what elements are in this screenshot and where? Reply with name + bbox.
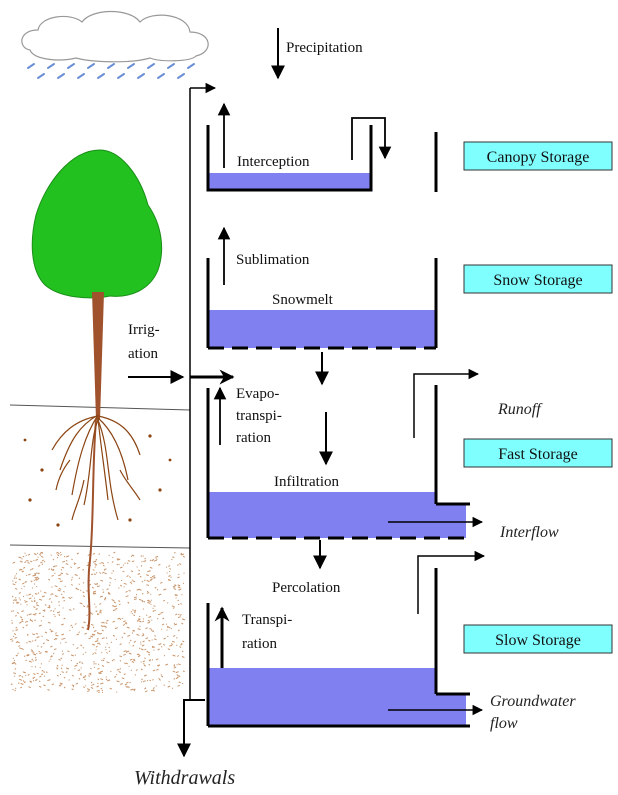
fast-bucket	[206, 385, 470, 540]
storage-canopy-label: Canopy Storage	[487, 149, 590, 166]
interflow-label: Interflow	[499, 524, 559, 541]
irrigation-label-1: Irrig-	[128, 322, 160, 338]
storage-canopy: Canopy Storage	[463, 141, 613, 171]
evapo-label-2: transpi-	[236, 408, 282, 424]
interception-label: Interception	[237, 154, 310, 170]
transpiration-label-1: Transpi-	[242, 612, 292, 628]
evapo-label-1: Evapo-	[236, 386, 279, 402]
irrigation-label-2: ation	[128, 346, 158, 362]
groundwater-label-1: Groundwater	[490, 693, 576, 710]
canopy-overflow-arrow	[351, 117, 392, 160]
tree-roots	[51, 414, 141, 521]
storage-fast-label: Fast Storage	[498, 446, 578, 463]
deep-soil-texture	[10, 551, 186, 694]
infiltration-label: Infiltration	[274, 474, 339, 490]
snow-bucket	[206, 258, 438, 350]
slow-bucket	[206, 568, 470, 728]
rain-icon	[27, 63, 195, 79]
storage-slow-label: Slow Storage	[495, 632, 581, 649]
storage-fast: Fast Storage	[463, 438, 613, 468]
soil-dots	[23, 434, 172, 527]
snowmelt-label: Snowmelt	[272, 292, 334, 308]
transpiration-label-2: ration	[242, 636, 277, 652]
tree-icon	[31, 149, 163, 631]
storage-slow: Slow Storage	[463, 624, 613, 654]
evapo-label-3: ration	[236, 430, 271, 446]
slow-runoff-arrow	[417, 550, 486, 614]
storage-snow-label: Snow Storage	[493, 272, 582, 289]
cloud-icon	[21, 11, 209, 63]
storage-snow: Snow Storage	[463, 264, 613, 294]
canopy-bucket	[206, 125, 438, 192]
runoff-arrow	[413, 368, 480, 438]
precipitation-label: Precipitation	[286, 40, 363, 56]
withdrawals-label: Withdrawals	[134, 767, 235, 789]
sublimation-label: Sublimation	[236, 252, 310, 268]
groundwater-label-2: flow	[490, 715, 518, 732]
withdrawals-arrow	[177, 699, 205, 758]
runoff-label: Runoff	[497, 401, 543, 418]
percolation-label: Percolation	[272, 580, 341, 596]
soil-layer-line	[9, 544, 191, 549]
